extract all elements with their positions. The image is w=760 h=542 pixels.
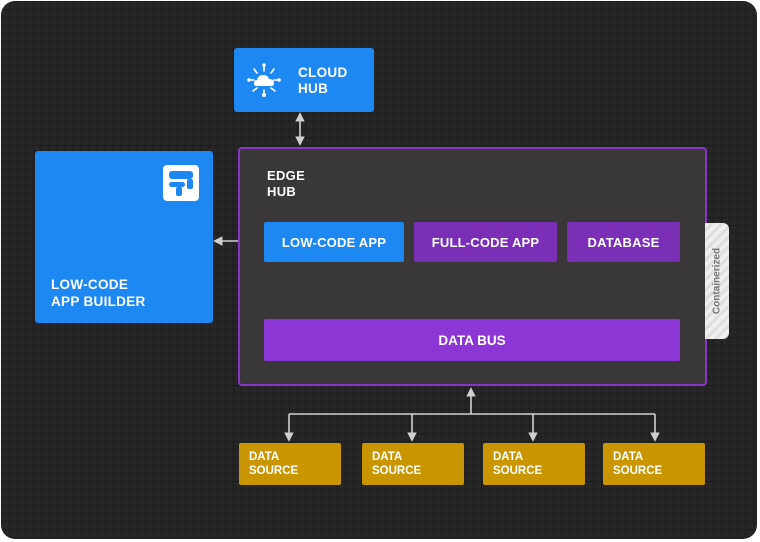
data-source-label-line2: SOURCE	[372, 465, 422, 477]
data-bus-node: DATA BUS	[264, 319, 680, 361]
full-code-app-node: FULL-CODE APP	[414, 222, 557, 262]
data-source-label: DATA SOURCE	[613, 450, 662, 478]
data-source-label-line2: SOURCE	[249, 465, 299, 477]
app-builder-label: LOW-CODE APP BUILDER	[51, 276, 146, 310]
data-source-label: DATA SOURCE	[249, 450, 298, 478]
edge-hub-label-line2: HUB	[267, 184, 297, 199]
containerized-badge: Containerized	[705, 223, 729, 339]
database-node: DATABASE	[567, 222, 680, 262]
data-source-label: DATA SOURCE	[493, 450, 542, 478]
cloud-hub-label-line2: HUB	[298, 81, 329, 96]
data-source-node-2: DATA SOURCE	[362, 443, 464, 485]
data-source-label: DATA SOURCE	[372, 450, 421, 478]
containerized-label: Containerized	[711, 247, 723, 315]
data-source-label-line2: SOURCE	[493, 465, 543, 477]
cloud-hub-node: CLOUD HUB	[234, 48, 374, 112]
data-source-node-3: DATA SOURCE	[483, 443, 585, 485]
edge-hub-label: EDGE HUB	[267, 168, 305, 200]
low-code-app-node: LOW-CODE APP	[264, 222, 404, 262]
data-source-label-line1: DATA	[613, 451, 644, 463]
cloud-hub-label-line1: CLOUD	[298, 65, 348, 80]
app-builder-label-line2: APP BUILDER	[51, 294, 146, 309]
cloud-network-icon	[247, 63, 281, 97]
data-source-node-4: DATA SOURCE	[603, 443, 705, 485]
cloud-hub-label: CLOUD HUB	[298, 65, 348, 97]
data-source-label-line1: DATA	[249, 451, 280, 463]
app-builder-node: LOW-CODE APP BUILDER	[35, 151, 213, 323]
data-source-label-line1: DATA	[372, 451, 403, 463]
data-source-node-1: DATA SOURCE	[239, 443, 341, 485]
data-source-label-line1: DATA	[493, 451, 524, 463]
edge-hub-label-line1: EDGE	[267, 168, 306, 183]
app-builder-icon	[163, 165, 199, 201]
app-builder-label-line1: LOW-CODE	[51, 277, 129, 292]
data-source-label-line2: SOURCE	[613, 465, 663, 477]
